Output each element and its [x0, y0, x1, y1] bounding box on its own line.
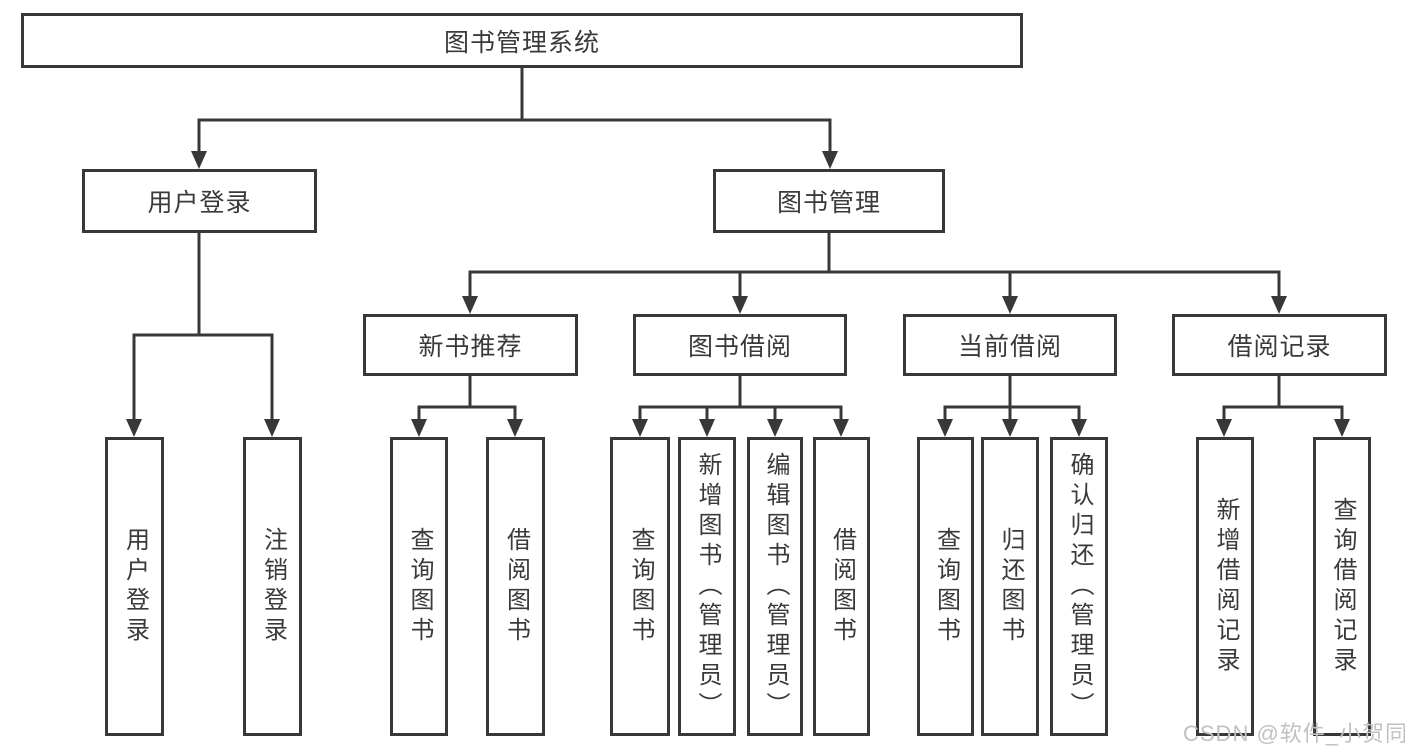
leaf-add-borrow-record-label: 新增借阅记录	[1212, 496, 1239, 677]
node-book-management: 图书管理	[713, 169, 945, 233]
node-new-book-recommend-label: 新书推荐	[418, 333, 523, 361]
node-user-login-label: 用户登录	[147, 189, 252, 217]
node-book-management-label: 图书管理	[776, 189, 881, 217]
leaf-query-books-3-label: 查询图书	[932, 526, 960, 647]
leaf-query-books-3: 查询图书	[917, 437, 974, 736]
connector-userlogin-rail	[132, 333, 274, 424]
arrow-icon	[1071, 419, 1087, 437]
leaf-user-login-label: 用户登录	[121, 526, 149, 647]
leaf-borrow-books-2-label: 借阅图书	[828, 526, 856, 647]
node-borrow-records: 借阅记录	[1172, 314, 1387, 376]
leaf-query-books-2-label: 查询图书	[627, 526, 654, 647]
arrow-icon	[1002, 296, 1018, 314]
node-book-borrow: 图书借阅	[633, 314, 847, 376]
connector-level1-rail	[197, 118, 832, 154]
arrow-icon	[833, 419, 849, 437]
connector-newbooks-rail	[417, 405, 517, 424]
leaf-query-books-1: 查询图书	[390, 437, 448, 736]
arrow-icon	[767, 419, 783, 437]
leaf-return-books-label: 归还图书	[997, 526, 1024, 647]
node-user-login: 用户登录	[82, 169, 317, 233]
leaf-borrow-books-2: 借阅图书	[813, 437, 870, 736]
arrow-icon	[1216, 419, 1232, 437]
leaf-add-books-admin-label: 新增图书（管理员）	[694, 451, 721, 722]
node-current-borrow: 当前借阅	[903, 314, 1117, 376]
leaf-user-login: 用户登录	[105, 437, 164, 736]
node-book-borrow-label: 图书借阅	[687, 333, 792, 361]
arrow-icon	[411, 419, 427, 437]
arrow-icon	[126, 419, 142, 437]
arrow-icon	[507, 419, 523, 437]
node-root-label: 图书管理系统	[443, 28, 600, 57]
leaf-query-books-2: 查询图书	[610, 437, 670, 736]
leaf-edit-books-admin-label: 编辑图书（管理员）	[762, 451, 789, 722]
connector-records-rail	[1222, 405, 1344, 424]
leaf-logout: 注销登录	[243, 437, 302, 736]
arrow-icon	[699, 419, 715, 437]
node-current-borrow-label: 当前借阅	[957, 333, 1062, 361]
leaf-add-borrow-record: 新增借阅记录	[1196, 437, 1254, 736]
connector-borrow-rail	[638, 405, 843, 424]
connector-current-rail	[943, 405, 1081, 424]
leaf-query-borrow-record-label: 查询借阅记录	[1329, 496, 1356, 677]
arrow-icon	[191, 151, 207, 169]
arrow-icon	[632, 419, 648, 437]
arrow-icon	[462, 296, 478, 314]
arrow-icon	[264, 419, 280, 437]
leaf-return-books: 归还图书	[981, 437, 1039, 736]
node-new-book-recommend: 新书推荐	[363, 314, 578, 376]
leaf-add-books-admin: 新增图书（管理员）	[678, 437, 736, 736]
leaf-borrow-books-1: 借阅图书	[486, 437, 545, 736]
leaf-query-books-1-label: 查询图书	[406, 526, 433, 647]
arrow-icon	[732, 296, 748, 314]
leaf-borrow-books-1-label: 借阅图书	[502, 526, 530, 647]
arrow-icon	[822, 151, 838, 169]
connector-level2-rail	[468, 270, 1281, 300]
leaf-edit-books-admin: 编辑图书（管理员）	[747, 437, 803, 736]
arrow-icon	[937, 419, 953, 437]
node-root: 图书管理系统	[21, 13, 1023, 68]
leaf-confirm-return-admin-label: 确认归还（管理员）	[1066, 451, 1093, 722]
leaf-confirm-return-admin: 确认归还（管理员）	[1050, 437, 1108, 736]
arrow-icon	[1271, 296, 1287, 314]
watermark: CSDN @软件_小贺同学	[1183, 721, 1405, 746]
arrow-icon	[1334, 419, 1350, 437]
leaf-logout-label: 注销登录	[259, 526, 287, 647]
arrow-icon	[1002, 419, 1018, 437]
node-borrow-records-label: 借阅记录	[1227, 333, 1332, 361]
leaf-query-borrow-record: 查询借阅记录	[1313, 437, 1371, 736]
